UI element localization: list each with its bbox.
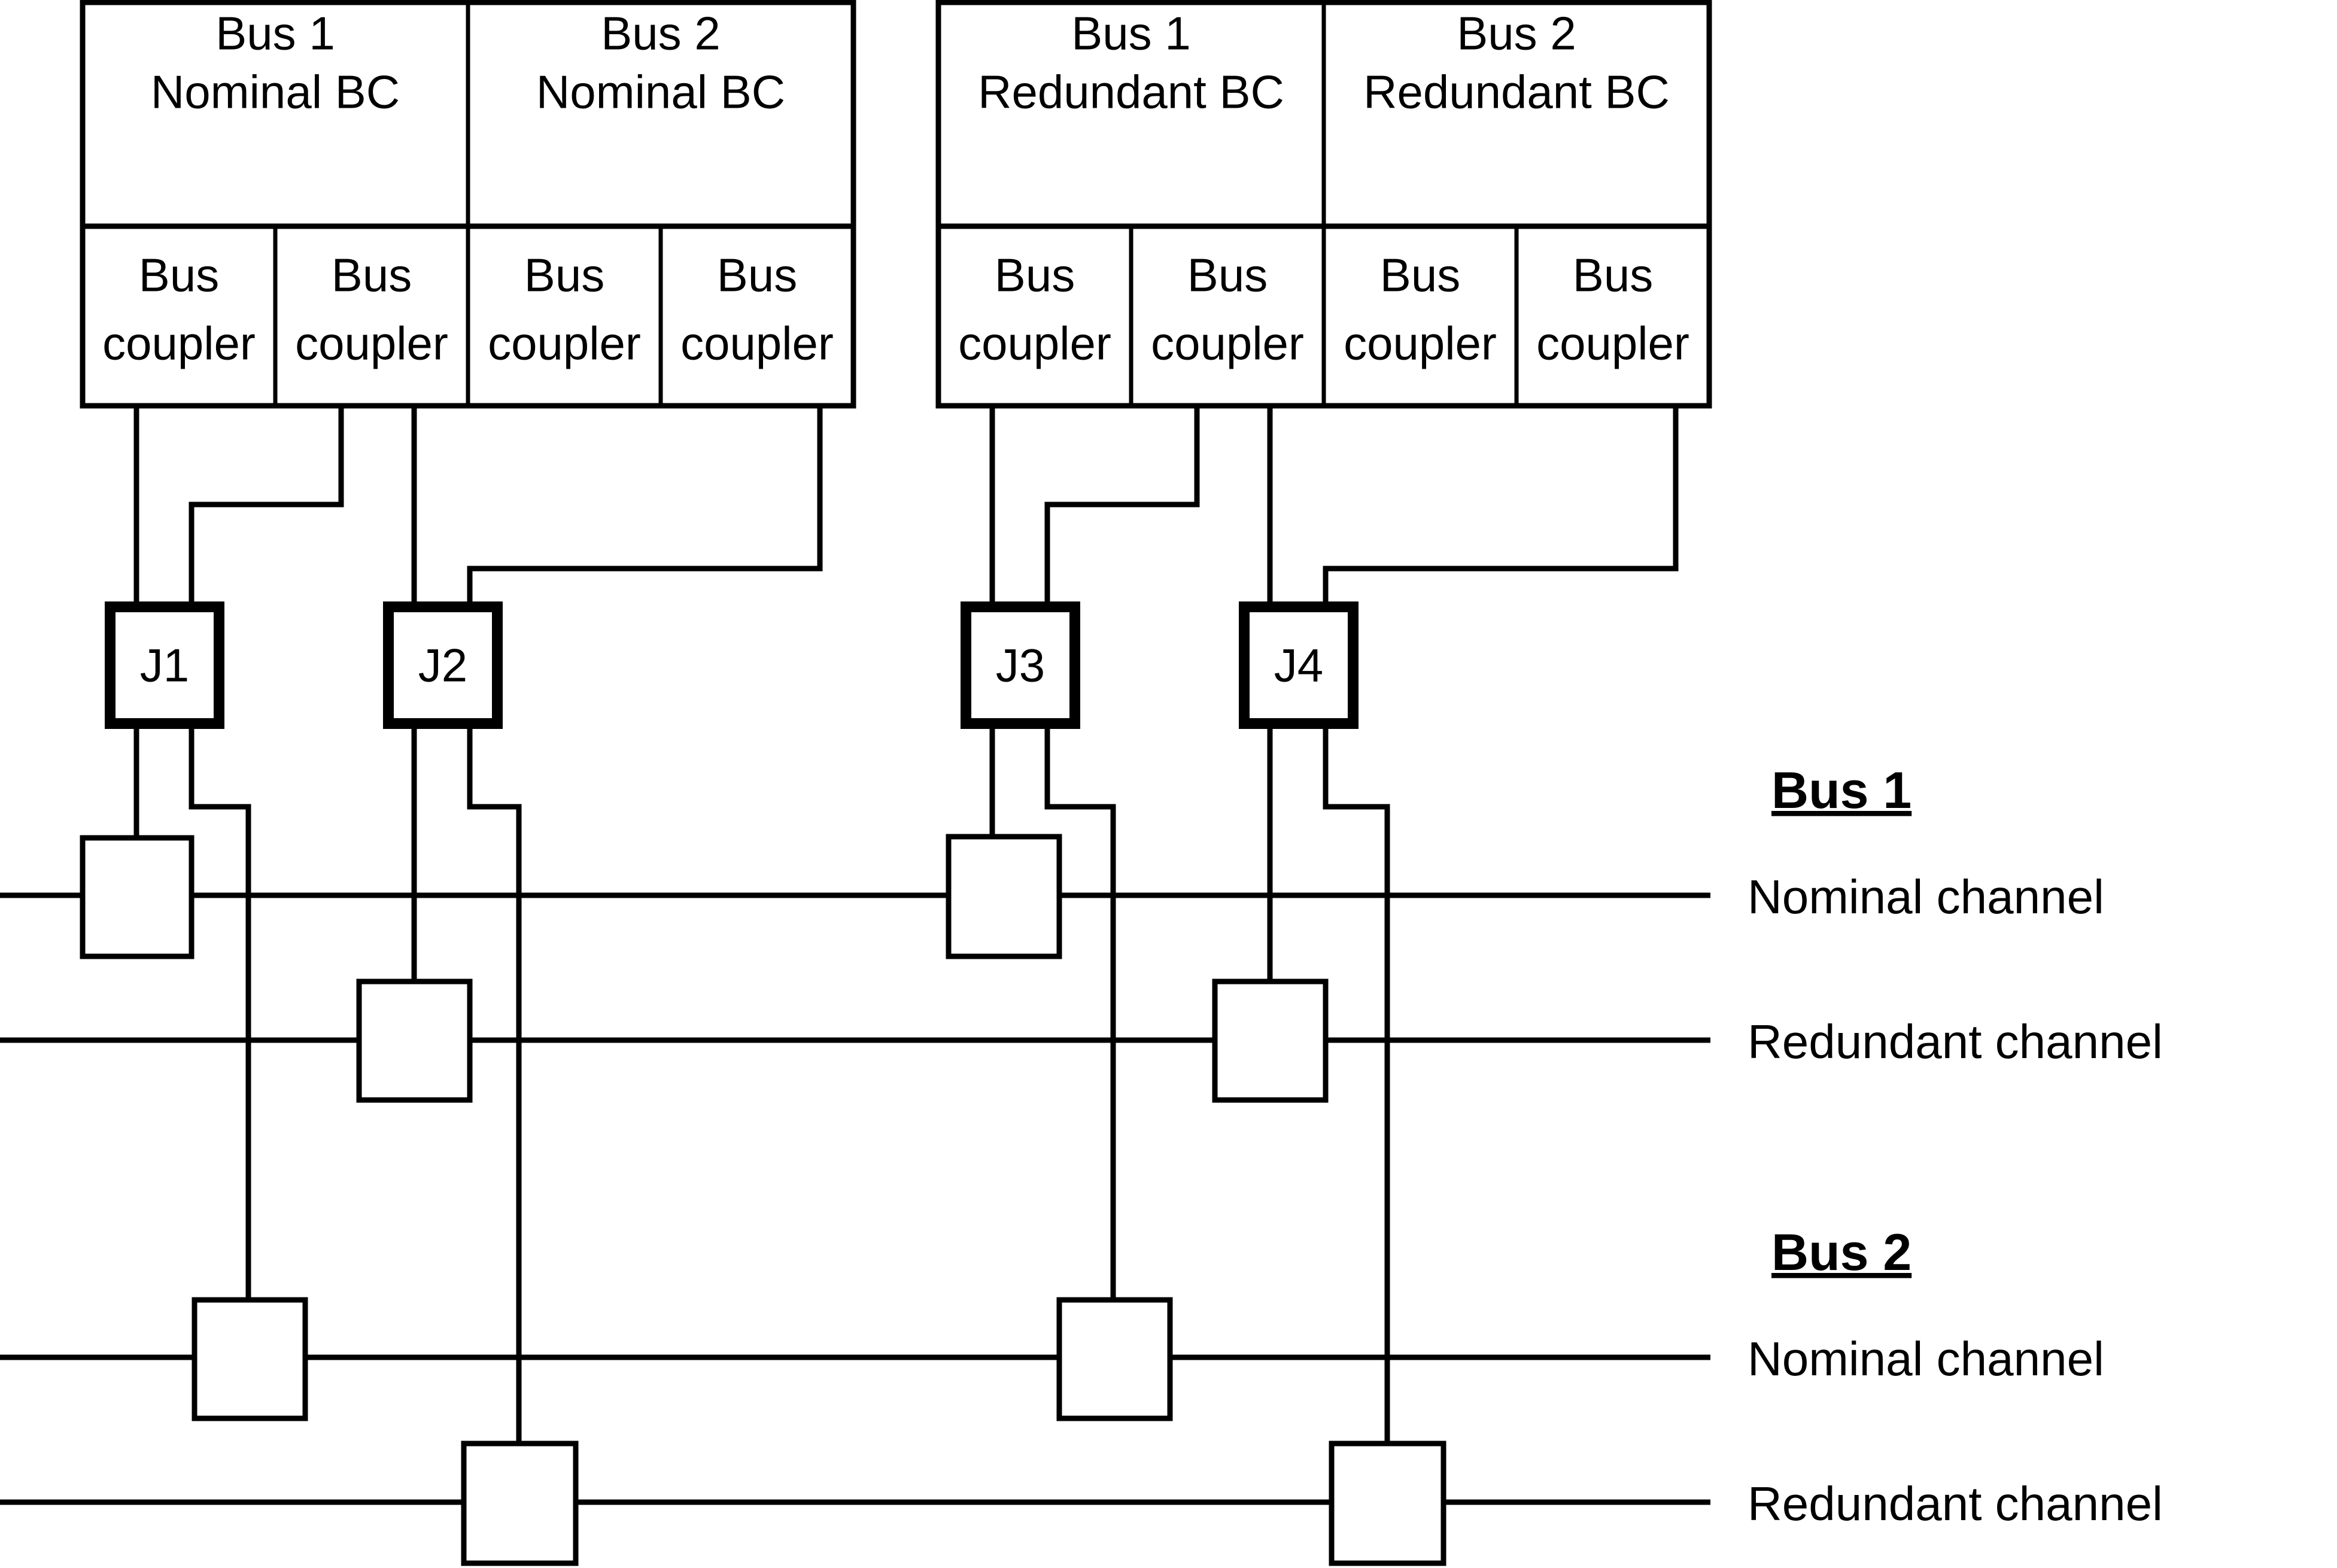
tap-j2-bus1-redundant bbox=[356, 979, 473, 1103]
connector-j1[interactable]: J1 bbox=[105, 601, 224, 729]
nominal-bc-block: Bus 1 Nominal BC Bus 2 Nominal BC Bus co… bbox=[80, 0, 856, 409]
coupler-n3-line1: Bus bbox=[524, 249, 604, 302]
legend-bus2-redundant-channel: Redundant channel bbox=[1748, 1477, 2163, 1530]
wires-j-to-channels bbox=[133, 729, 1390, 1444]
connector-j4-label: J4 bbox=[1274, 639, 1323, 692]
channel-tap-squares bbox=[80, 834, 1446, 1566]
connector-j1-label: J1 bbox=[140, 639, 189, 692]
coupler-n4-line2: coupler bbox=[680, 317, 834, 370]
bc-bus1-redundant-line1: Bus 1 bbox=[1071, 7, 1190, 60]
coupler-n4-line1: Bus bbox=[717, 249, 797, 302]
connector-j3-face bbox=[971, 612, 1069, 718]
wires-couplers-to-j1-j2 bbox=[133, 406, 823, 601]
connector-j1-face bbox=[116, 612, 214, 718]
wire-j3-to-bus2-nominal bbox=[1044, 729, 1116, 1300]
tap-j2-bus2-redundant bbox=[461, 1441, 579, 1566]
coupler-n3-line2: coupler bbox=[488, 317, 641, 370]
coupler-r3-line2: coupler bbox=[1344, 317, 1497, 370]
redundant-bc-block: Bus 1 Redundant BC Bus 2 Redundant BC Bu… bbox=[935, 0, 1712, 409]
coupler-r1-line1: Bus bbox=[995, 249, 1075, 302]
wire-j2-to-bus2-redundant bbox=[467, 729, 522, 1444]
tap-j1-bus1-nominal bbox=[80, 835, 195, 959]
bc-bus1-redundant-line2: Redundant BC bbox=[978, 66, 1284, 118]
wire-coupler-r2-to-j3 bbox=[1044, 406, 1200, 601]
bc-bus2-redundant-line1: Bus 2 bbox=[1457, 7, 1576, 60]
coupler-n2-line1: Bus bbox=[332, 249, 412, 302]
connector-j2-face bbox=[394, 612, 492, 718]
connector-j3-label: J3 bbox=[996, 639, 1045, 692]
wire-j4-to-bus2-redundant bbox=[1323, 729, 1390, 1444]
bc-bus2-redundant-line2: Redundant BC bbox=[1363, 66, 1670, 118]
legend-bus2-title: Bus 2 bbox=[1771, 1224, 1911, 1281]
connector-j2-label: J2 bbox=[418, 639, 467, 692]
tap-j1-bus2-nominal bbox=[192, 1297, 308, 1421]
bc-bus2-nominal-line2: Nominal BC bbox=[536, 66, 785, 118]
coupler-r2-line2: coupler bbox=[1151, 317, 1304, 370]
connector-j4-face bbox=[1250, 612, 1348, 718]
bc-bus2-nominal-line1: Bus 2 bbox=[601, 7, 720, 60]
tap-j4-bus2-redundant bbox=[1329, 1441, 1446, 1566]
bc-bus1-nominal-line2: Nominal BC bbox=[151, 66, 400, 118]
coupler-r4-line2: coupler bbox=[1536, 317, 1689, 370]
coupler-n2-line2: coupler bbox=[295, 317, 448, 370]
legend-bus1-nominal-channel: Nominal channel bbox=[1748, 870, 2104, 923]
legend-labels: Bus 1 Nominal channel Redundant channel … bbox=[1748, 762, 2163, 1530]
legend-bus1-redundant-channel: Redundant channel bbox=[1748, 1015, 2163, 1068]
connector-j4[interactable]: J4 bbox=[1239, 601, 1359, 729]
tap-j3-bus1-nominal bbox=[946, 834, 1062, 959]
coupler-n1-line1: Bus bbox=[139, 249, 219, 302]
legend-bus1-title: Bus 1 bbox=[1771, 762, 1911, 819]
coupler-r1-line2: coupler bbox=[958, 317, 1111, 370]
wires-couplers-to-j3-j4 bbox=[989, 406, 1679, 601]
legend-bus2-nominal-channel: Nominal channel bbox=[1748, 1332, 2104, 1385]
coupler-n1-line2: coupler bbox=[102, 317, 256, 370]
j-connector-boxes: J1 J2 J3 J4 bbox=[105, 601, 1359, 729]
coupler-r3-line1: Bus bbox=[1380, 249, 1460, 302]
coupler-r2-line1: Bus bbox=[1187, 249, 1268, 302]
tap-j4-bus1-redundant bbox=[1212, 979, 1329, 1103]
coupler-r4-line1: Bus bbox=[1573, 249, 1653, 302]
connector-j3[interactable]: J3 bbox=[961, 601, 1080, 729]
bc-bus1-nominal-line1: Bus 1 bbox=[215, 7, 335, 60]
wire-coupler-n4-to-j2 bbox=[467, 406, 823, 601]
wire-coupler-r4-to-j4 bbox=[1323, 406, 1679, 601]
wire-coupler-n2-to-j1 bbox=[189, 406, 344, 601]
tap-j3-bus2-nominal bbox=[1056, 1297, 1173, 1421]
connector-j2[interactable]: J2 bbox=[383, 601, 503, 729]
wire-j1-to-bus2-nominal bbox=[189, 729, 251, 1300]
